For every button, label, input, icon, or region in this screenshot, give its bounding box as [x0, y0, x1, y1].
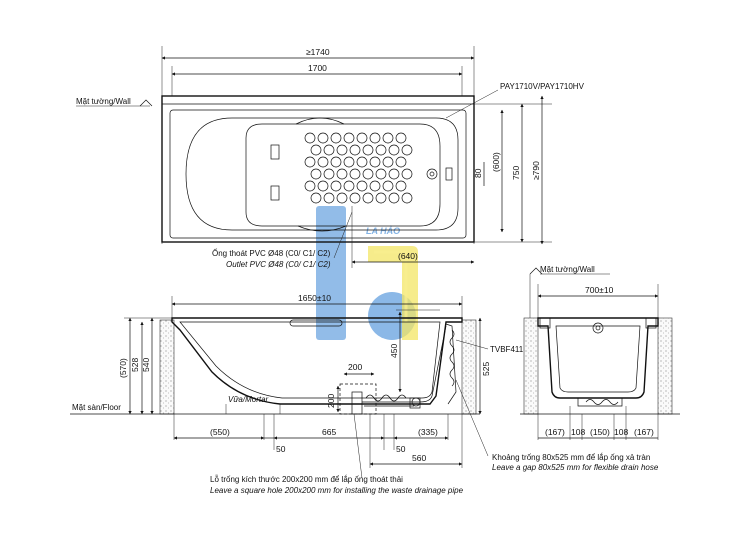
dim-525: 525	[481, 362, 491, 376]
dim-side-length: 1650±10	[298, 293, 331, 303]
side-view: Mặt sàn/Floor 1650±10 Vữa/Mortar 200 200…	[70, 293, 659, 495]
outlet-label-en: Outlet PVC Ø48 (C0/ C1/ C2)	[226, 260, 331, 269]
dim-overall-length: ≥1740	[306, 47, 330, 57]
dim-end-150: (150)	[590, 427, 610, 437]
dim-hole-height: 200	[326, 394, 336, 408]
dim-450: 450	[389, 344, 399, 358]
dim-end-108-left: 108	[571, 427, 585, 437]
dim-50-right: 50	[396, 444, 406, 454]
model-label: PAY1710V/PAY1710HV	[500, 82, 585, 91]
wall-label-end: Mặt tường/Wall	[540, 265, 595, 274]
floor-label: Mặt sàn/Floor	[72, 403, 121, 412]
gap-note-vi: Khoảng trống 80x525 mm để lắp ống xả trà…	[492, 453, 650, 462]
dim-end-167-right: (167)	[634, 427, 654, 437]
dim-end-width: 700±10	[585, 285, 614, 295]
mortar-label: Vữa/Mortar	[228, 395, 269, 404]
square-hole-note-en: Leave a square hole 200x200 mm for insta…	[210, 486, 464, 495]
dim-570: (570)	[118, 358, 128, 378]
dim-inner-depth: (600)	[491, 152, 501, 172]
dim-540: 540	[141, 358, 151, 372]
dim-hole-width: 200	[348, 362, 362, 372]
top-view: ≥1740 1700	[76, 46, 585, 269]
dim-end-167-left: (167)	[545, 427, 565, 437]
drain-icon	[426, 168, 438, 180]
end-view: Mặt tường/Wall 700±10 (167) 108	[520, 265, 680, 440]
dim-560: 560	[412, 453, 426, 463]
part-label: TVBF411	[490, 345, 524, 354]
brand-logo-text: LA HẢO	[366, 225, 400, 236]
overflow-icon	[592, 322, 604, 334]
anti-slip-pattern	[304, 132, 413, 204]
dim-overall-width: ≥790	[531, 161, 541, 180]
dim-end-108-right: 108	[614, 427, 628, 437]
square-hole-note-vi: Lỗ trống kích thước 200x200 mm để lắp ốn…	[210, 475, 403, 484]
dim-outlet-position: (640)	[398, 251, 418, 261]
dim-335: (335)	[418, 427, 438, 437]
dim-length: 1700	[308, 63, 327, 73]
dim-width: 750	[511, 166, 521, 180]
dim-side-80: 80	[473, 168, 483, 178]
outlet-label-vi: Ống thoát PVC Ø48 (C0/ C1/ C2)	[212, 248, 331, 258]
dim-550: (550)	[210, 427, 230, 437]
gap-note-en: Leave a gap 80x525 mm for flexible drain…	[492, 463, 659, 472]
wall-label-top: Mặt tường/Wall	[76, 97, 131, 106]
dim-50-left: 50	[276, 444, 286, 454]
dim-665: 665	[322, 427, 336, 437]
dim-528: 528	[130, 358, 140, 372]
